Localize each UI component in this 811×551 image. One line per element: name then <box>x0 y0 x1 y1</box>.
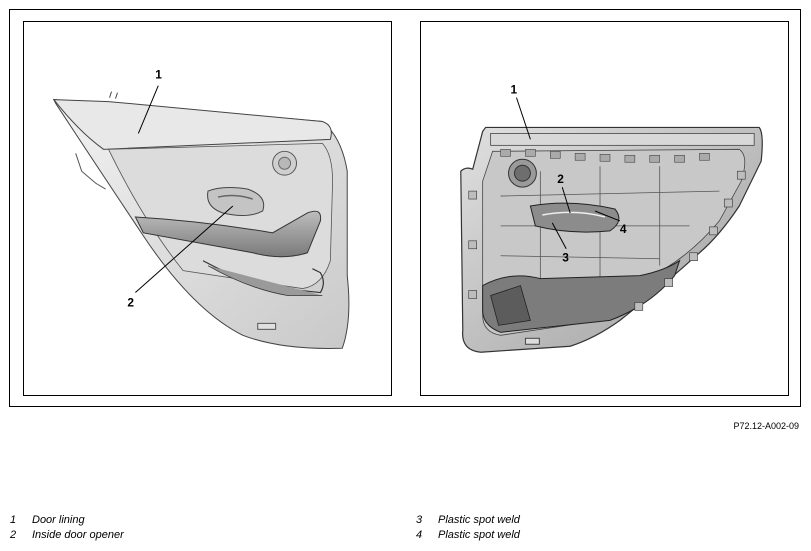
callout-label-4: 4 <box>620 222 627 236</box>
pocket-insert <box>490 285 531 326</box>
callout-line-1 <box>137 85 159 134</box>
callout-label-2: 2 <box>127 295 134 309</box>
door-lining-outer-drawing: 1 2 <box>52 68 350 349</box>
door-lining-outer-view: 1 2 <box>23 21 392 396</box>
callout-line-3 <box>551 222 567 250</box>
inside-door-opener <box>207 187 265 216</box>
figure-code: P72.12-A002-09 <box>733 421 799 431</box>
door-opener-housing <box>529 202 620 233</box>
legend-number: 4 <box>416 529 423 541</box>
legend-label: Plastic spot weld <box>438 529 520 541</box>
callout-line-2 <box>561 186 571 214</box>
legend-left: 1 Door lining 2 Inside door opener <box>10 513 124 543</box>
legend-number: 2 <box>10 529 17 541</box>
top-clip <box>109 91 112 98</box>
bottom-clip <box>524 337 540 345</box>
door-pocket-edge <box>207 265 323 296</box>
callout-line-4 <box>594 210 621 222</box>
callout-line-2 <box>135 205 234 293</box>
legend-item: 4 Plastic spot weld <box>416 528 520 543</box>
figure-frame <box>9 9 801 407</box>
callout-label-2: 2 <box>557 172 564 186</box>
speaker-magnet <box>513 164 531 182</box>
legend-item: 3 Plastic spot weld <box>416 513 520 528</box>
legend-item: 2 Inside door opener <box>10 528 124 543</box>
door-lining-inner-drawing: 1 2 3 4 <box>460 83 763 353</box>
bottom-clip <box>257 322 277 330</box>
legend-number: 3 <box>416 514 423 526</box>
top-clip <box>115 92 118 99</box>
opener-handle <box>217 194 253 200</box>
legend-number: 1 <box>10 514 17 526</box>
door-opener-cable <box>542 211 606 218</box>
pocket-shell <box>482 259 681 333</box>
armrest <box>134 210 322 258</box>
callout-label-1: 1 <box>155 68 162 82</box>
edge-clip-row <box>468 170 746 311</box>
speaker-center <box>278 156 292 170</box>
legend-label: Inside door opener <box>32 529 124 541</box>
legend-item: 1 Door lining <box>10 513 124 528</box>
legend-label: Door lining <box>32 514 85 526</box>
top-rail <box>52 99 332 150</box>
lining-left-edge <box>75 153 106 190</box>
callout-label-1: 1 <box>511 83 518 97</box>
callout-label-3: 3 <box>562 251 569 265</box>
door-lining-inner-view: 1 2 3 4 <box>420 21 789 396</box>
top-rail-clips <box>490 133 755 146</box>
top-rail-clip-row <box>500 149 710 163</box>
legend-label: Plastic spot weld <box>438 514 520 526</box>
callout-line-1 <box>516 97 531 140</box>
